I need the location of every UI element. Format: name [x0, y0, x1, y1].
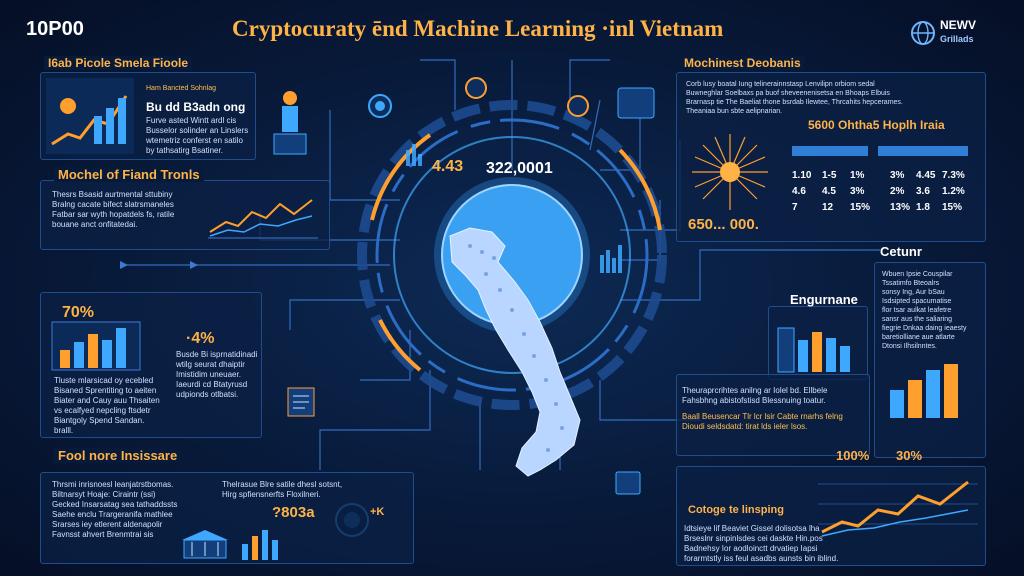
table-cell: 1.10 [792, 170, 812, 181]
panel-bottom-right-title: Cotoge te linsping [688, 504, 784, 516]
header-left-label: 10P00 [26, 18, 84, 40]
left-stats-body-b: Busde Bi isprnatidinadi wtilg seurat dha… [176, 350, 258, 399]
left-stat-b: ·4% [186, 330, 215, 347]
panel-bottom-left-stat: ?803a [272, 504, 315, 521]
panel-machine-trends-body: Thesrs Bsasid aurtmental sttubiny Bralng… [52, 190, 175, 229]
stats-table-header-left [792, 146, 868, 156]
growth-chart-icon [46, 78, 134, 154]
table-cell: 12 [822, 202, 834, 213]
growth-bars-icon [890, 364, 958, 418]
table-cell: 4.6 [792, 186, 806, 197]
table-cell: 4.45 [916, 170, 936, 181]
panel-bottom-left [40, 472, 414, 564]
left-stat-a: 70% [62, 304, 95, 321]
table-cell: 7 [792, 202, 798, 213]
panel-cetunr-body: Wbuen Ipsie Couspilar Tssatimfo Bteoalrs… [882, 271, 967, 350]
table-cell: 1.8 [916, 202, 930, 213]
panel-cetunr-title: Cetunr [880, 244, 922, 259]
panel-top-right [676, 72, 986, 242]
trend-line-chart [208, 199, 318, 239]
logo: NEWV Grillads [910, 16, 1000, 50]
panel-engurnane-title: Engurnane [790, 292, 858, 307]
table-cell: 13% [890, 202, 911, 213]
panel-machine-trends-title: Mochel of Fiand Tronls [54, 167, 204, 182]
stats-table-header-right [878, 146, 968, 156]
panel-bottom-left-body-a: Thrsmi inrisnoesl leanjatrstbomas. Biltn… [52, 480, 178, 539]
logo-line-2: Grillads [940, 34, 974, 44]
panel-engurnane-body-a: Theuraprcrihtes anilng ar Iolel bd. Ellb… [682, 386, 828, 405]
panel-top-left-body: Furve asted Wintt ardl cis Busselor soli… [146, 116, 249, 155]
table-cell: 1-5 [822, 170, 837, 181]
table-cell: 7.3% [942, 170, 965, 181]
stats-table: 1.10 1-5 1% 3% 4.45 7.3% 4.6 4.5 3% 2% 3… [792, 170, 972, 230]
table-cell: 15% [942, 202, 963, 213]
panel-bottom-right-body: Idtsieye lif Beaviet Gissel dolisotsa lh… [684, 524, 839, 563]
bottom-right-stat-a: 100% [836, 448, 870, 463]
panel-engurnane-body-b: Baall Beusencar Tlr lcr lsir Cabte rnarh… [682, 412, 843, 431]
center-stat-b: 322,0001 [486, 160, 553, 177]
panel-top-left-subtitle: Ham Bancted Sohnlag [146, 85, 217, 92]
bar-chart-icon [51, 321, 141, 371]
panel-bottom-left-title: Fool nore Insissare [54, 448, 182, 463]
table-cell: 1.2% [942, 186, 965, 197]
sunburst-icon [692, 134, 768, 210]
globe-logo-icon [911, 21, 935, 45]
table-cell: 4.5 [822, 186, 836, 197]
panel-top-left-title: I6ab Picole Smela Fioole [44, 56, 193, 70]
building-icon [182, 530, 228, 559]
table-cell: 1% [850, 170, 865, 181]
panel-top-left-heading: Bu dd B3adn ong [146, 100, 246, 114]
panel-top-right-stat-title: 5600 Ohtha5 Hoplh Iraia [808, 118, 945, 132]
table-cell: 15% [850, 202, 871, 213]
bottom-right-stat-b: 30% [896, 448, 923, 463]
table-cell: 3.6 [916, 186, 930, 197]
document-icon [287, 387, 315, 417]
person-chart-icon [273, 91, 307, 155]
panel-top-right-stat-big: 650... 000. [688, 216, 759, 233]
panel-top-right-body: Corb lusy boatal Iung telinerainnstasp L… [686, 81, 903, 115]
chart-bars-small-icon [242, 530, 278, 560]
panel-cetunr [874, 262, 986, 458]
server-bars-icon [777, 327, 850, 373]
table-cell: 2% [890, 186, 905, 197]
panel-engurnane-text [676, 374, 870, 456]
table-cell: 3% [890, 170, 905, 181]
panel-top-right-title: Mochinest Deobanis [680, 56, 805, 70]
vietnam-map [449, 227, 581, 477]
panel-bottom-left-stat-b: +K [370, 506, 385, 518]
line-chart-icon [818, 480, 978, 537]
table-cell: 3% [850, 186, 865, 197]
page-title: Cryptocuraty ēnd Machine Learning ·inl V… [232, 16, 724, 41]
center-stat-a: 4.43 [432, 158, 464, 175]
logo-line-1: NEWV [940, 18, 976, 32]
left-stats-body-a: Tluste mlarsicad oy ecebled Bisaned Spre… [54, 376, 160, 435]
panel-bottom-left-body-b: Thelrasue Blre satile dhesl sotsnt, Hirg… [222, 480, 343, 499]
